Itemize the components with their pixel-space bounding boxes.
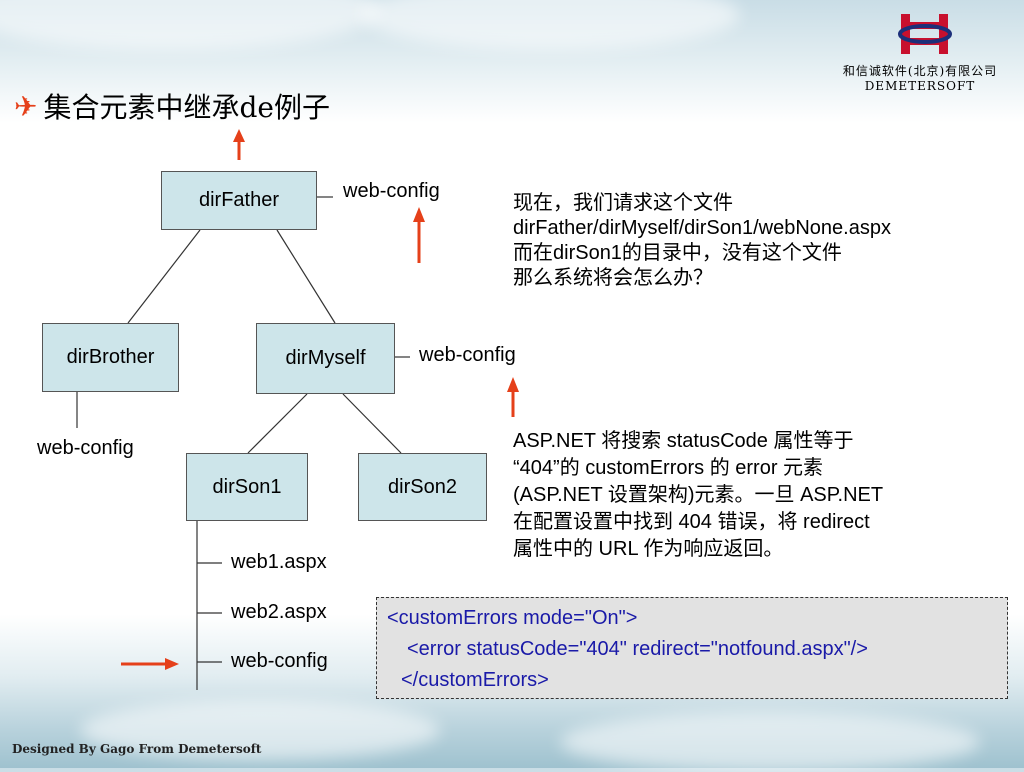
- question-line: 现在，我们请求这个文件: [513, 192, 733, 214]
- son1-config-label: web-config: [231, 650, 328, 672]
- node-dirbrother: dirBrother: [42, 323, 179, 392]
- up-arrow-icon: [233, 129, 245, 160]
- son1-file2-label: web2.aspx: [231, 601, 327, 623]
- demetersoft-logo-icon: [898, 14, 952, 54]
- node-dirson2-label: dirSon2: [388, 475, 457, 498]
- slide-title: ✈ 集合元素中继承de例子: [14, 86, 330, 126]
- edge-myself-son1: [247, 393, 308, 454]
- up-arrow-icon: [413, 207, 425, 263]
- code-line: <customErrors mode="On">: [387, 607, 638, 629]
- node-dirfather-label: dirFather: [198, 189, 280, 211]
- node-dirfather: dirFather: [161, 171, 317, 230]
- node-dirson1-label: dirSon1: [212, 475, 282, 498]
- company-name-cn: 和信诚软件(北京)有限公司: [842, 64, 998, 78]
- question-line: 那么系统将会怎么办？: [513, 267, 713, 289]
- code-line: </customErrors>: [401, 669, 549, 691]
- node-dirmyself: dirMyself: [256, 323, 395, 394]
- explanation-line: “404”的 customErrors 的 error 元素: [513, 457, 824, 479]
- brother-config-label: web-config: [37, 437, 134, 459]
- node-dirbrother-label: dirBrother: [66, 346, 155, 368]
- myself-config-label: web-config: [419, 344, 516, 366]
- edge-father-myself: [276, 229, 336, 324]
- son1-file1-label: web1.aspx: [231, 551, 327, 573]
- explanation-line: 属性中的 URL 作为响应返回。: [513, 538, 784, 560]
- right-arrow-icon: [121, 658, 179, 670]
- edge-myself-son2: [342, 393, 402, 454]
- explanation-line: ASP.NET 将搜索 statusCode 属性等于: [513, 430, 854, 452]
- company-name: 和信诚软件(北京)有限公司 DEMETERSOFT: [818, 64, 1022, 94]
- footer-credit: Designed By Gago From Demetersoft: [12, 742, 262, 756]
- question-paragraph: 现在，我们请求这个文件 dirFather/dirMyself/dirSon1/…: [513, 191, 891, 291]
- explanation-line: (ASP.NET 设置架构)元素。一旦 ASP.NET: [513, 484, 884, 506]
- slide-title-text: 集合元素中继承de例子: [43, 91, 330, 124]
- node-dirson1: dirSon1: [186, 453, 308, 521]
- question-line: 而在dirSon1的目录中，没有这个文件: [513, 242, 842, 264]
- code-line: <error statusCode="404" redirect="notfou…: [407, 638, 868, 660]
- question-line: dirFather/dirMyself/dirSon1/webNone.aspx: [513, 217, 891, 239]
- explanation-paragraph: ASP.NET 将搜索 statusCode 属性等于 “404”的 custo…: [513, 428, 883, 563]
- company-name-en: DEMETERSOFT: [864, 79, 976, 93]
- edge-father-brother: [127, 229, 201, 324]
- up-arrow-icon: [507, 377, 519, 417]
- code-snippet-box: <customErrors mode="On"> <error statusCo…: [376, 597, 1008, 699]
- background-cloud: [80, 700, 440, 760]
- node-dirson2: dirSon2: [358, 453, 487, 521]
- background-cloud: [560, 712, 980, 772]
- father-config-label: web-config: [343, 180, 440, 202]
- node-dirmyself-label: dirMyself: [285, 347, 366, 369]
- explanation-line: 在配置设置中找到 404 错误，将 redirect: [513, 511, 870, 533]
- airplane-arrow-icon: ✈: [14, 89, 38, 123]
